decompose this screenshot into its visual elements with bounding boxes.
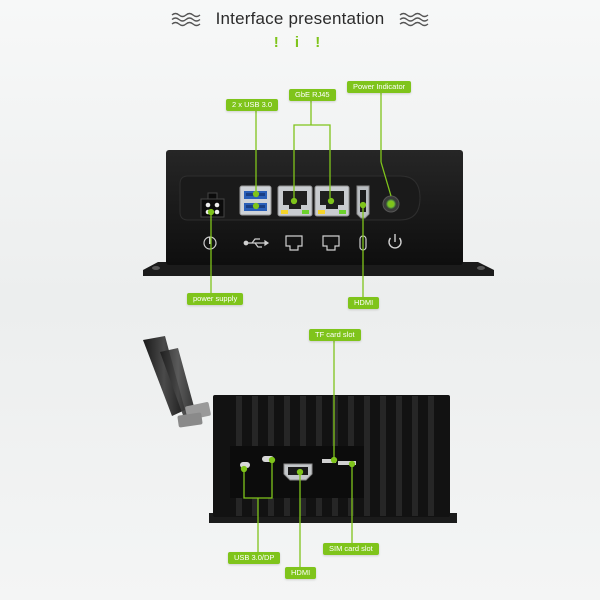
side-callout-lines bbox=[240, 341, 356, 568]
header: Interface presentation bbox=[0, 6, 600, 32]
waves-left-icon bbox=[171, 12, 201, 27]
ethernet-icon bbox=[322, 235, 340, 251]
waves-right-icon bbox=[399, 12, 429, 27]
callout-hdmi-side: HDMI bbox=[285, 567, 317, 579]
callout-hdmi-front: HDMI bbox=[348, 297, 380, 309]
callout-power-indicator: Power Indicator bbox=[347, 81, 412, 93]
attention-marks: ! i ! bbox=[273, 34, 327, 51]
callout-power-supply: power supply bbox=[187, 293, 244, 305]
callout-usb3-dp: USB 3.0/DP bbox=[228, 552, 281, 564]
front-callout-lines bbox=[207, 93, 395, 297]
usb-icon bbox=[243, 238, 270, 248]
callout-tf-card-slot: TF card slot bbox=[309, 329, 361, 341]
card-slots bbox=[322, 459, 356, 465]
dc-jack-icon bbox=[203, 236, 217, 250]
power-connector bbox=[200, 192, 225, 218]
power-icon bbox=[388, 234, 402, 249]
page-title: Interface presentation bbox=[215, 9, 385, 28]
callout-usb3: 2 x USB 3.0 bbox=[226, 99, 279, 111]
ethernet-icon bbox=[285, 235, 303, 251]
callout-sim-card-slot: SIM card slot bbox=[323, 543, 379, 555]
front-view bbox=[143, 150, 494, 276]
callout-gbe-rj45: GbE RJ45 bbox=[289, 89, 336, 101]
